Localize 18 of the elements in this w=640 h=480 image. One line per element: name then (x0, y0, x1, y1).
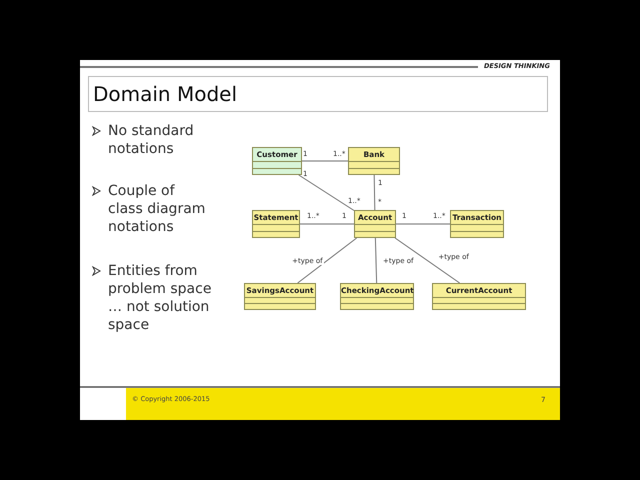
association-line (298, 174, 354, 211)
bullet-text: No standard notations (108, 122, 195, 158)
association-line (374, 238, 378, 284)
association-line (374, 174, 376, 210)
class-box (244, 283, 316, 310)
slide-title: Domain Model (93, 82, 238, 106)
association-line (394, 238, 460, 284)
bullet-text: Couple of class diagram notations (108, 182, 206, 236)
class-box (340, 283, 414, 310)
class-box (432, 283, 526, 310)
class-box (354, 210, 396, 238)
class-box (252, 210, 300, 238)
class-box (252, 147, 302, 175)
bullet-text: Entities from problem space … not solution space (108, 262, 212, 334)
association-line (302, 160, 348, 162)
class-box (348, 147, 400, 175)
class-box (450, 210, 504, 238)
association-line (297, 238, 358, 284)
